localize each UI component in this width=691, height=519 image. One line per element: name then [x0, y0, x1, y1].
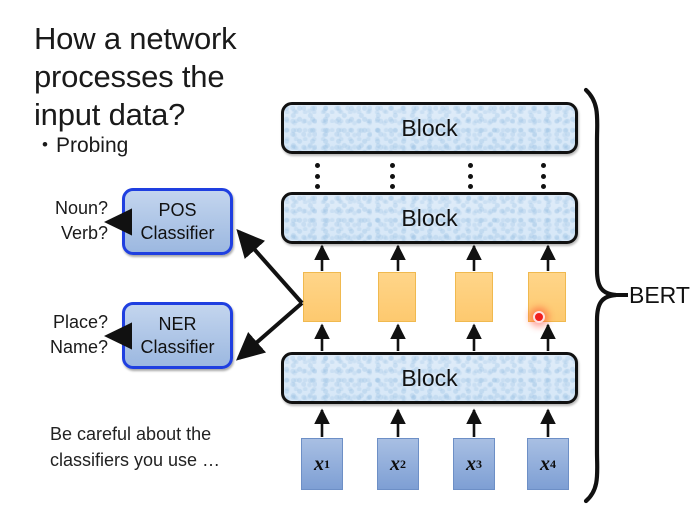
hidden-state-3[interactable] — [455, 272, 493, 322]
transformer-block-top[interactable]: Block — [281, 102, 578, 154]
bert-curly-brace — [583, 87, 617, 504]
transformer-block-bottom-label: Block — [401, 364, 458, 391]
pos-output-line-1: Noun? — [54, 198, 108, 218]
transformer-block-middle[interactable]: Block — [281, 192, 578, 244]
pos-output-label: Noun? Verb? — [8, 196, 108, 246]
arrow-hidden1-to-ner-classifier — [235, 301, 304, 361]
ner-classifier-label-line-1: NER — [158, 313, 197, 334]
vertical-ellipsis-icon-4 — [540, 163, 546, 189]
bert-bracket-label: BERT — [629, 282, 690, 308]
red-pointer-dot-icon — [533, 311, 545, 323]
page-title-line-2: input data? — [34, 97, 186, 132]
pos-output-line-2: Verb? — [60, 223, 108, 243]
input-token-3-base: x — [466, 452, 476, 475]
hidden-state-1[interactable] — [303, 272, 341, 322]
pos-classifier-label-line-2: Classifier — [140, 222, 215, 243]
input-token-1-base: x — [314, 452, 324, 475]
pos-classifier-box[interactable]: POS Classifier — [122, 188, 233, 255]
vertical-ellipsis-icon-3 — [467, 163, 473, 189]
pos-classifier-label-line-1: POS — [158, 199, 197, 220]
page-title-line-1: How a network processes the — [34, 21, 237, 94]
input-token-2-base: x — [390, 452, 400, 475]
caption-text: Be careful about the classifiers you use… — [50, 424, 221, 470]
transformer-block-middle-label: Block — [401, 204, 458, 231]
input-token-4-base: x — [540, 452, 550, 475]
ner-output-label: Place? Name? — [8, 310, 108, 360]
bullet-label: Probing — [55, 134, 129, 157]
bullet-item-probing: • Probing — [42, 134, 128, 158]
transformer-block-bottom[interactable]: Block — [281, 352, 578, 404]
vertical-ellipsis-icon-1 — [314, 163, 320, 189]
transformer-block-top-label: Block — [401, 114, 458, 141]
hidden-state-2[interactable] — [378, 272, 416, 322]
ner-classifier-label-line-2: Classifier — [140, 336, 215, 357]
bullet-marker-icon: • — [42, 135, 48, 154]
ner-classifier-box[interactable]: NER Classifier — [122, 302, 233, 369]
ner-output-line-2: Name? — [49, 337, 108, 357]
ner-output-line-1: Place? — [52, 312, 108, 332]
page-title: How a network processes the input data? — [34, 20, 314, 134]
vertical-ellipsis-icon-2 — [389, 163, 395, 189]
